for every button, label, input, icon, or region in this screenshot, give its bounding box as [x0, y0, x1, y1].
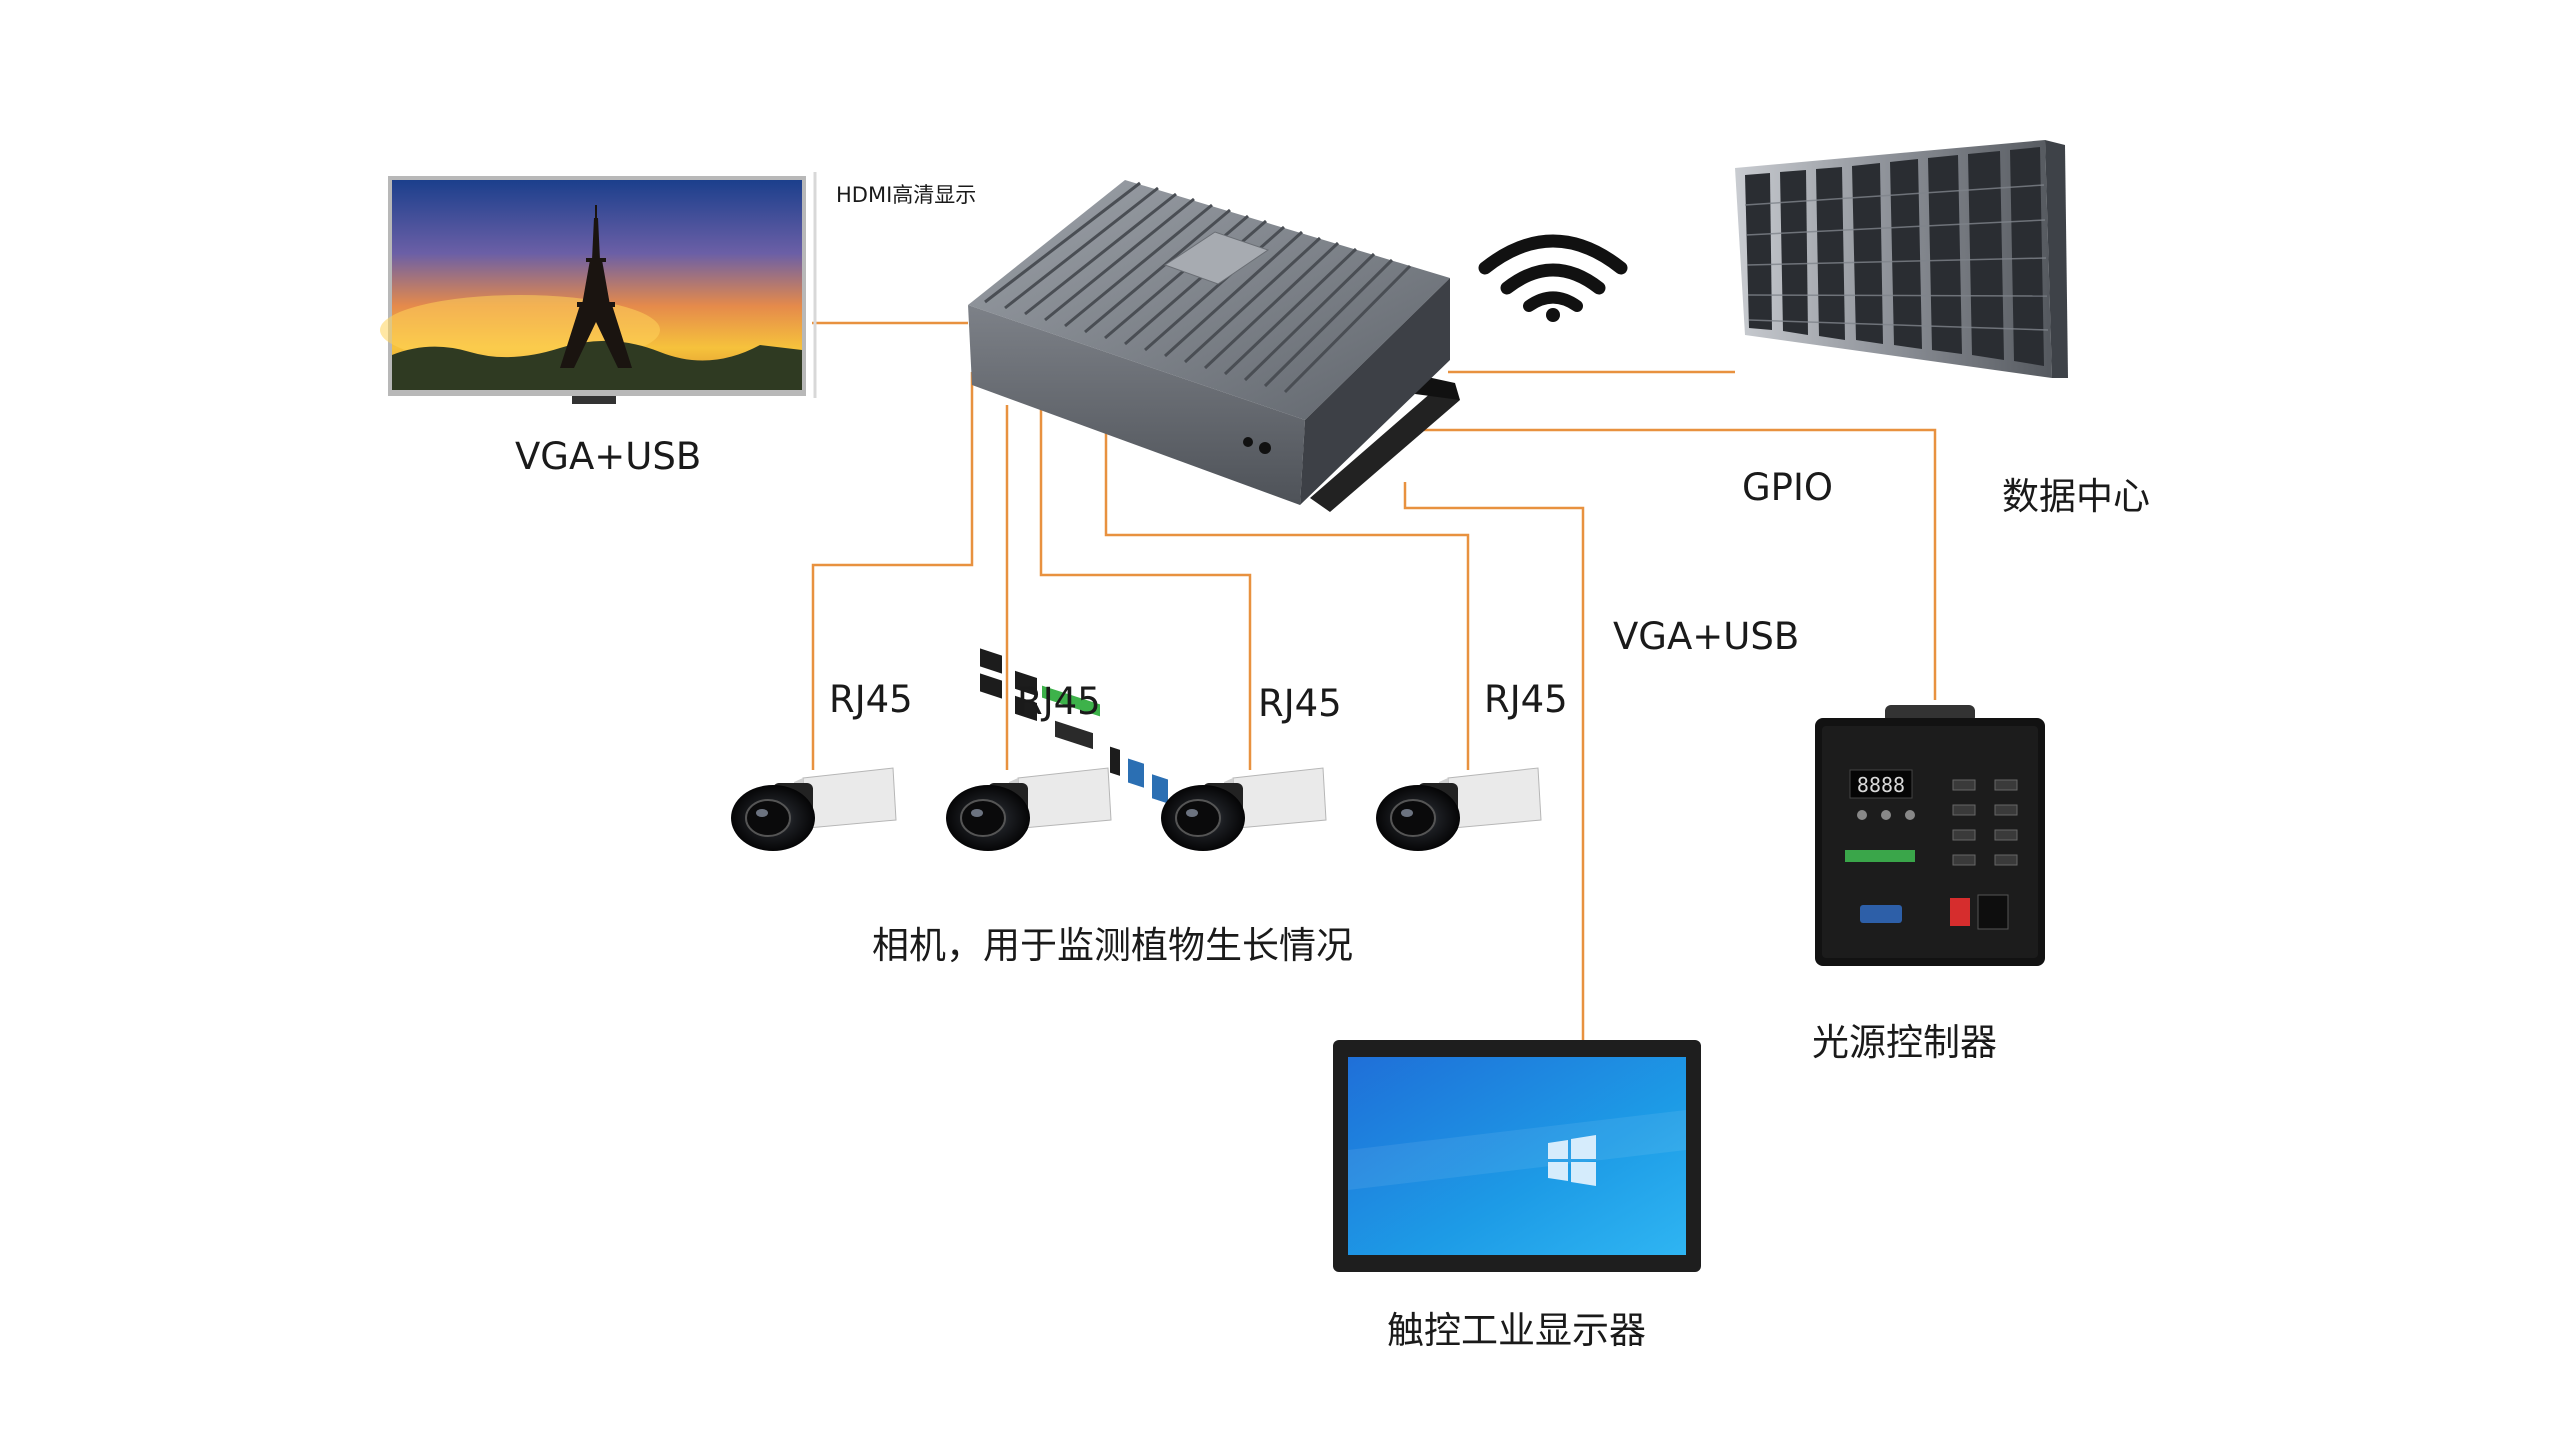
rj45-label-2: RJ45: [1017, 680, 1101, 723]
pc-ports: [980, 437, 1271, 829]
camera-2-icon: [946, 767, 1112, 851]
monitor-connection-label: VGA+USB: [515, 435, 702, 478]
rj45-label-1: RJ45: [829, 678, 913, 721]
eiffel-tower-icon: [560, 205, 632, 368]
rj45-label-3: RJ45: [1258, 682, 1342, 725]
wifi-icon: [1478, 234, 1628, 322]
gpio-label: GPIO: [1742, 466, 1834, 509]
camera-4-icon: [1376, 767, 1542, 851]
server-rack-icon: [1735, 140, 2068, 378]
touch-display-icon: [1333, 1040, 1701, 1272]
light-controller-label: 光源控制器: [1812, 1021, 1997, 1064]
camera-3-icon: [1161, 767, 1327, 851]
camera4-link-line: [1104, 420, 1470, 770]
camera3-link-line: [1039, 405, 1252, 770]
touch-display-label: 触控工业显示器: [1387, 1309, 1646, 1352]
cameras-label: 相机，用于监测植物生长情况: [872, 924, 1353, 967]
touch-link-line: [1403, 482, 1585, 1047]
touch-connection-label: VGA+USB: [1613, 615, 1800, 658]
camera1-link-line: [811, 372, 974, 770]
rj45-label-4: RJ45: [1484, 678, 1568, 721]
gpio-link-line: [1405, 428, 1937, 700]
windows-logo-icon: [1548, 1135, 1596, 1186]
monitor-icon: [380, 176, 806, 404]
camera-1-icon: [731, 767, 897, 851]
light-controller-icon: 8888: [1815, 705, 2045, 966]
connector-lines: [811, 172, 1937, 1047]
datacenter-label: 数据中心: [2002, 475, 2150, 518]
hdmi-label: HDMI高清显示: [836, 183, 977, 207]
camera-group: [731, 767, 1542, 851]
industrial-pc-icon: [968, 180, 1460, 829]
led-display: 8888: [1857, 773, 1905, 797]
